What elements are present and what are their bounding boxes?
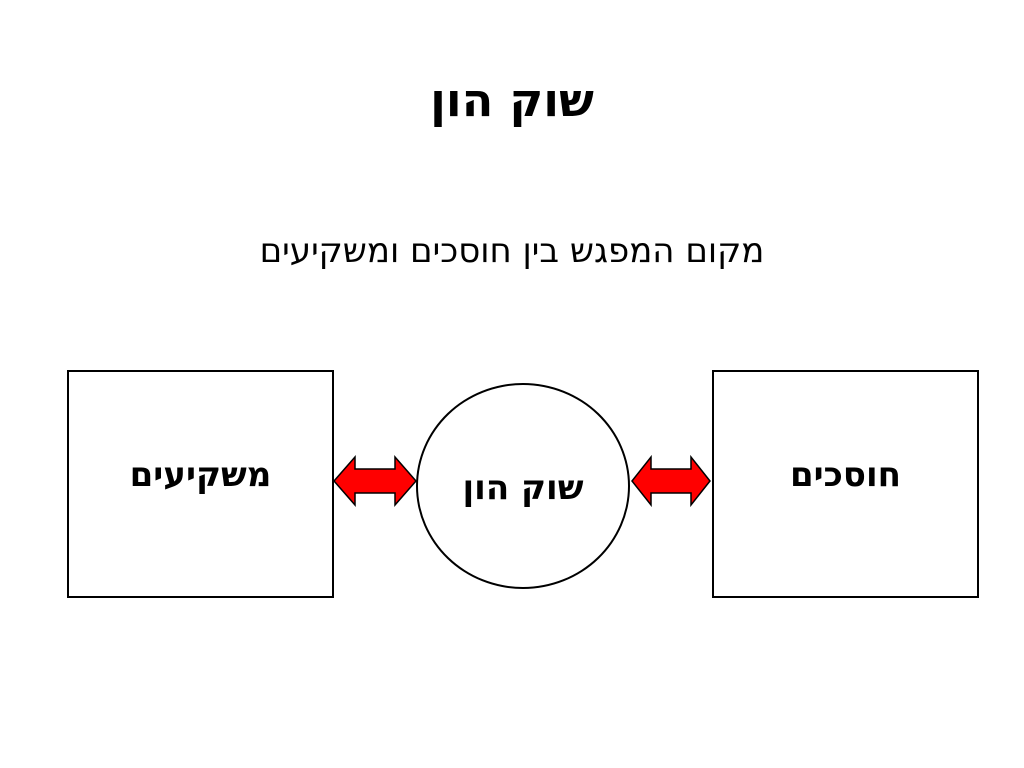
investors-label: משקיעים	[129, 455, 272, 495]
double-arrow-icon	[631, 454, 711, 508]
savers-label: חוסכים	[789, 455, 902, 495]
savers-box: חוסכים	[712, 370, 979, 598]
double-arrow-icon	[333, 455, 417, 507]
slide-subtitle: מקום המפגש בין חוסכים ומשקיעים	[259, 231, 765, 271]
investors-box: משקיעים	[67, 370, 334, 598]
slide-title: שוק הון	[430, 73, 594, 127]
capital-market-circle: שוק הון	[416, 383, 630, 589]
capital-market-label: שוק הון	[462, 468, 584, 508]
right-double-arrow	[631, 454, 711, 508]
left-double-arrow	[333, 455, 417, 507]
